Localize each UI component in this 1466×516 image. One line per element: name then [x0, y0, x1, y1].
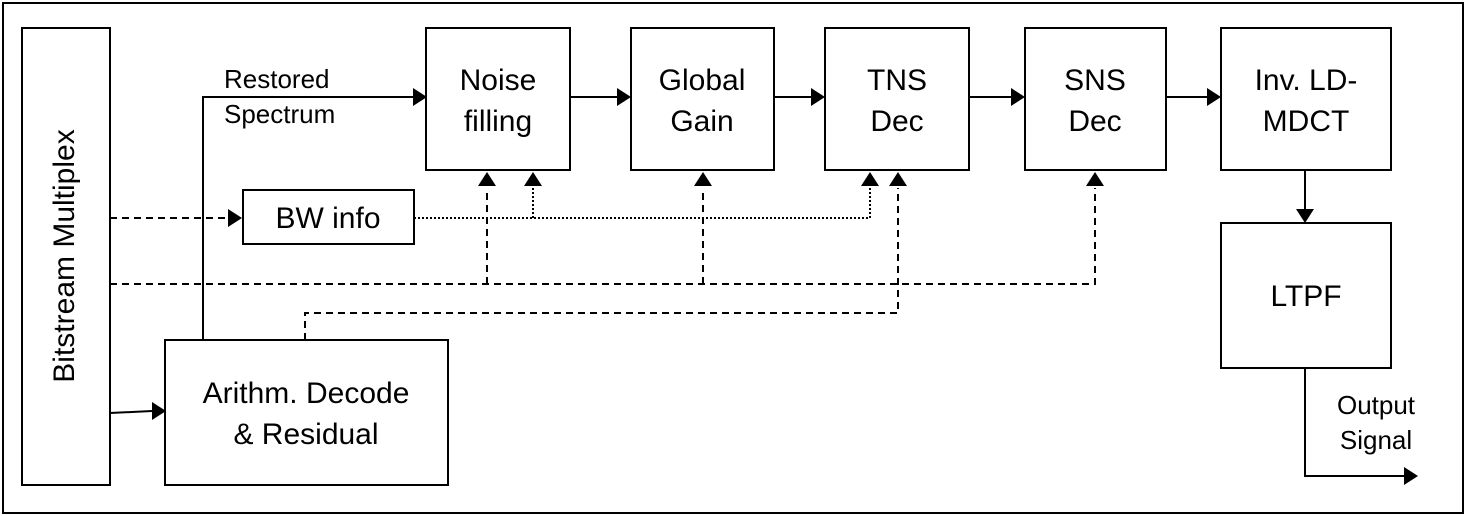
- arrowhead: [524, 172, 542, 186]
- dashed-bitstream-bus: [110, 188, 1096, 285]
- tns-dec-label-line1: TNS: [867, 64, 927, 97]
- global-gain-label-line2: Gain: [670, 105, 733, 138]
- bitstream-multiplex-block: Bitstream Multiplex: [21, 27, 111, 486]
- arith-decode-label-line1: Arithm. Decode: [203, 377, 410, 410]
- global-gain-label-line1: Global: [659, 64, 746, 97]
- inv-ld-mdct-block: Inv. LD- MDCT: [1220, 27, 1392, 171]
- arrowhead: [861, 172, 879, 186]
- arrowhead: [1296, 209, 1314, 223]
- ltpf-label: LTPF: [1270, 280, 1341, 313]
- arrowhead: [811, 88, 825, 106]
- arrow-restored-spectrum: [202, 96, 413, 340]
- sns-dec-block: SNS Dec: [1024, 27, 1167, 171]
- output-signal-label-line1: Output: [1337, 390, 1416, 420]
- bw-info-label: BW info: [275, 202, 380, 235]
- restored-spectrum-label-line1: Restored: [224, 64, 330, 94]
- arrowhead: [694, 172, 712, 186]
- arrowhead: [1207, 88, 1221, 106]
- noise-filling-label-line1: Noise: [460, 64, 537, 97]
- noise-filling-block: Noise filling: [425, 27, 571, 171]
- arrowhead: [228, 209, 242, 227]
- inv-ld-mdct-label-line2: MDCT: [1263, 105, 1350, 138]
- bw-info-block: BW info: [242, 189, 415, 245]
- inv-ld-mdct-label-line1: Inv. LD-: [1255, 64, 1358, 97]
- arrowhead: [1086, 172, 1104, 186]
- restored-spectrum-label-line2: Spectrum: [224, 99, 335, 129]
- arrow-output-signal: [1304, 368, 1404, 477]
- tns-dec-block: TNS Dec: [824, 27, 970, 171]
- arith-decode-block: Arithm. Decode & Residual: [164, 339, 449, 486]
- arrowhead: [413, 88, 427, 106]
- arith-decode-label-line2: & Residual: [233, 418, 378, 451]
- noise-filling-label-line2: filling: [464, 105, 532, 138]
- output-signal-label-line2: Signal: [1340, 425, 1412, 455]
- sns-dec-label-line1: SNS: [1064, 64, 1126, 97]
- sns-dec-label-line2: Dec: [1068, 105, 1121, 138]
- arrowhead: [478, 172, 496, 186]
- dotted-bw-to-tns: [414, 188, 871, 219]
- arrow-bitstream-to-arith: [109, 410, 153, 414]
- arrowhead: [1011, 88, 1025, 106]
- arrowhead: [617, 88, 631, 106]
- arrowhead: [152, 402, 166, 420]
- global-gain-block: Global Gain: [630, 27, 775, 171]
- arrowhead: [1404, 467, 1418, 485]
- tns-dec-label-line2: Dec: [870, 105, 923, 138]
- arrowhead: [889, 172, 907, 186]
- bitstream-multiplex-label: Bitstream Multiplex: [48, 129, 81, 382]
- ltpf-block: LTPF: [1220, 222, 1392, 369]
- dashed-arith-to-tns: [304, 188, 899, 340]
